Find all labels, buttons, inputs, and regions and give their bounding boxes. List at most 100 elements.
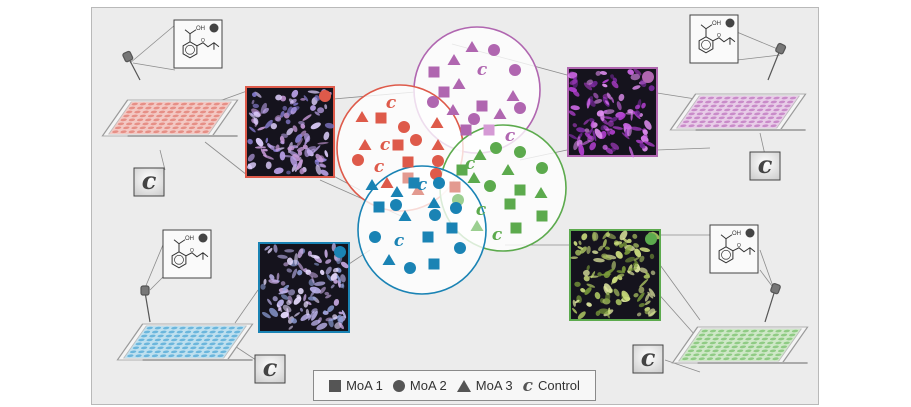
moa1-marker	[402, 156, 414, 168]
aspirin-structure-icon: OH O	[689, 14, 739, 64]
legend-item-control: c Control	[522, 375, 580, 396]
pipette-icon	[767, 42, 787, 81]
moa3-marker	[380, 177, 394, 188]
svg-text:O: O	[190, 248, 194, 254]
moa1-marker	[483, 124, 495, 136]
moa2-marker	[369, 231, 381, 243]
control-marker: c	[492, 225, 503, 245]
molecule-label: OH	[185, 236, 194, 242]
pipette-icon	[122, 50, 141, 81]
moa2-marker	[433, 177, 445, 189]
molecule-label: OH	[732, 231, 741, 237]
moa1-marker	[373, 201, 385, 213]
pipette-icon	[140, 285, 151, 323]
aspirin-structure-icon: OH O	[709, 224, 759, 274]
cell-micrograph-image	[569, 229, 661, 321]
moa2-marker	[352, 154, 364, 166]
moa3-marker	[390, 186, 404, 197]
legend-item-moa1: MoA 1	[329, 378, 383, 393]
moa2-marker	[398, 121, 410, 133]
moa3-marker	[358, 139, 372, 150]
molecule-label: OH	[712, 21, 721, 27]
moa3-marker	[501, 164, 515, 175]
moa3-marker	[534, 187, 548, 198]
moa2-marker	[390, 199, 402, 211]
well-plate-icon	[669, 93, 807, 131]
svg-text:O: O	[737, 243, 741, 249]
triangle-icon	[456, 379, 471, 392]
moa3-marker	[506, 90, 520, 101]
moa2-marker	[488, 44, 500, 56]
moa3-marker	[411, 184, 425, 195]
legend: MoA 1 MoA 2 MoA 3 c Control	[313, 370, 596, 401]
moa3-marker	[427, 197, 441, 208]
legend-label: Control	[538, 378, 580, 393]
moa2-marker	[432, 155, 444, 167]
moa3-marker	[431, 139, 445, 150]
control-c-icon: c	[522, 375, 533, 396]
well-plate-icon	[671, 326, 809, 364]
moa2-marker	[410, 134, 422, 146]
moa1-marker	[438, 86, 450, 98]
moa3-marker	[398, 210, 412, 221]
control-marker: c	[374, 157, 385, 177]
moa2-marker	[509, 64, 521, 76]
legend-label: MoA 1	[346, 378, 383, 393]
moa1-marker	[428, 258, 440, 270]
control-marker: c	[505, 126, 516, 146]
control-c-icon: c	[133, 166, 165, 197]
moa1-marker	[510, 222, 522, 234]
moa2-marker	[450, 202, 462, 214]
moa2-marker	[454, 242, 466, 254]
control-marker: c	[465, 154, 476, 174]
moa1-marker	[536, 210, 548, 222]
moa3-marker	[447, 54, 461, 65]
control-marker: c	[476, 200, 487, 220]
moa3-marker	[452, 78, 466, 89]
control-marker: c	[386, 93, 397, 113]
moa1-marker	[456, 164, 468, 176]
legend-label: MoA 3	[475, 378, 513, 393]
moa2-marker	[514, 146, 526, 158]
control-marker: c	[417, 175, 428, 195]
svg-text:O: O	[717, 33, 721, 39]
moa2-marker	[468, 113, 480, 125]
control-glyph: c	[263, 353, 278, 382]
control-c-icon: c	[749, 150, 781, 181]
control-marker: c	[477, 60, 488, 80]
moa3-marker	[430, 117, 444, 128]
moa3-marker	[465, 41, 479, 52]
moa3-marker	[446, 104, 460, 115]
moa3-marker	[365, 179, 379, 190]
moa2-marker	[404, 262, 416, 274]
svg-text:O: O	[201, 38, 205, 44]
square-icon	[329, 379, 342, 392]
legend-label: MoA 2	[409, 378, 447, 393]
moa1-marker	[504, 198, 516, 210]
control-c-icon: c	[632, 343, 664, 374]
cell-micrograph-image	[567, 67, 658, 158]
aspirin-structure-icon: OH O	[173, 19, 223, 69]
moa1-marker	[476, 100, 488, 112]
moa1-marker	[449, 181, 461, 193]
moa2-marker	[536, 162, 548, 174]
control-glyph: c	[758, 150, 773, 179]
moa2-marker	[484, 180, 496, 192]
control-c-icon: c	[254, 353, 286, 384]
molecule-label: OH	[196, 26, 205, 32]
legend-item-moa2: MoA 2	[392, 378, 447, 393]
control-marker: c	[394, 231, 405, 251]
moa3-marker	[355, 111, 369, 122]
moa2-marker	[427, 96, 439, 108]
well-plate-icon	[116, 323, 254, 361]
moa1-marker	[422, 231, 434, 243]
well-plate-icon	[101, 99, 239, 137]
moa1-marker	[514, 184, 526, 196]
control-glyph: c	[142, 166, 157, 195]
moa2-marker	[429, 209, 441, 221]
moa3-marker	[382, 254, 396, 265]
aspirin-structure-icon: OH O	[162, 229, 212, 279]
moa1-marker	[375, 112, 387, 124]
